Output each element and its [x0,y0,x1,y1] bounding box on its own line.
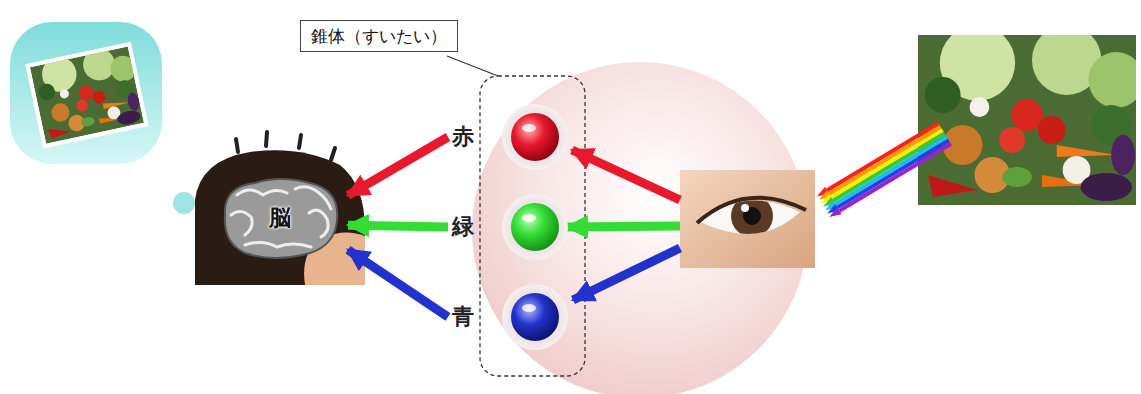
cone-sphere: 赤 [452,102,577,172]
signal-arrow [348,225,448,227]
brain-fold [309,210,328,237]
leader-line [447,56,498,76]
sphere-halo [502,194,568,260]
brain-fold [231,211,252,235]
label-text: 錐体（すいたい） [311,26,447,46]
rainbow-light-arrow [815,120,953,221]
color-label: 緑 [452,212,474,242]
brain: 脳 [215,175,345,260]
vegetable-photo [918,25,1141,205]
signal-arrow [348,250,448,317]
color-label: 青 [452,302,474,332]
brain-fold [245,242,311,247]
cone-sphere: 緑 [452,192,577,262]
sphere [511,113,559,161]
sphere-halo [502,284,568,350]
sphere [511,203,559,251]
sphere [511,293,559,341]
sphere-icon [500,102,570,172]
sphere-shine [522,214,536,222]
sphere-halo [502,104,568,170]
brain-fold [237,190,287,195]
label-box: 錐体（すいたい） [300,20,458,52]
cone-sphere: 青 [452,282,577,352]
sphere-shine [522,304,536,312]
sphere-shine [522,124,536,132]
brain-outline [225,179,337,258]
sphere-icon [500,192,570,262]
head [195,132,365,285]
sphere-icon [500,282,570,352]
thought-bubble [10,22,213,220]
signal-arrow [348,137,448,195]
brain-fold [295,187,331,209]
brain-label: 脳 [269,203,291,233]
color-label: 赤 [452,122,474,152]
eye-to-cone-arrows [567,150,680,300]
eyeball-sphere [472,62,808,394]
eye-photo [680,170,815,268]
